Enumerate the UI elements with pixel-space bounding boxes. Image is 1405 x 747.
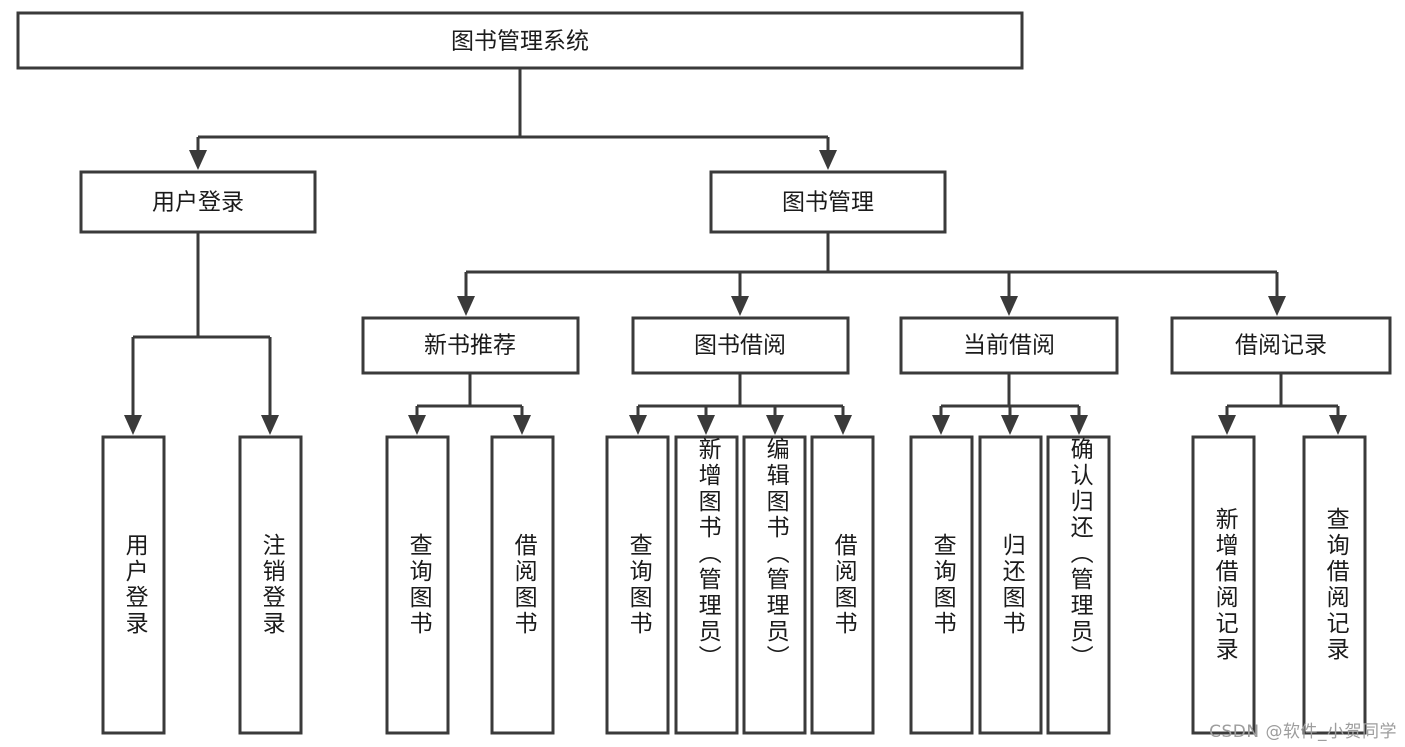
node-label-current-borrow: 当前借阅 bbox=[963, 333, 1055, 359]
arrow-leaf-query-record bbox=[1329, 415, 1347, 435]
node-box-leaf-query-book-2[interactable] bbox=[605, 435, 670, 735]
arrow-leaf-add-book bbox=[697, 415, 715, 435]
connector-layer bbox=[124, 68, 1347, 435]
arrow-current-borrow bbox=[1000, 296, 1018, 316]
node-box-borrow-record[interactable] bbox=[1170, 316, 1392, 375]
node-box-leaf-add-book[interactable] bbox=[674, 435, 739, 735]
arrow-to-book-manage bbox=[819, 150, 837, 170]
node-box-leaf-confirm-return[interactable] bbox=[1046, 435, 1111, 735]
arrow-leaf-confirm-return bbox=[1070, 415, 1088, 435]
node-label-new-book-rec: 新书推荐 bbox=[424, 333, 516, 359]
node-label-user-login: 用户登录 bbox=[152, 190, 244, 216]
node-label-book-borrow: 图书借阅 bbox=[694, 333, 786, 359]
node-box-book-borrow[interactable] bbox=[631, 316, 850, 375]
node-box-book-manage[interactable] bbox=[709, 170, 947, 234]
arrow-borrow-record bbox=[1268, 296, 1286, 316]
arrow-leaf-query-book-3 bbox=[932, 415, 950, 435]
node-label-root: 图书管理系统 bbox=[451, 29, 589, 55]
arrow-new-book-rec bbox=[457, 296, 475, 316]
node-label-book-manage: 图书管理 bbox=[782, 190, 874, 216]
node-box-leaf-return-book[interactable] bbox=[978, 435, 1043, 735]
node-box-leaf-user-logout[interactable] bbox=[238, 435, 303, 735]
node-box-current-borrow[interactable] bbox=[899, 316, 1119, 375]
arrow-leaf-query-book-1 bbox=[408, 415, 426, 435]
node-box-leaf-query-book-1[interactable] bbox=[385, 435, 450, 735]
node-box-user-login[interactable] bbox=[79, 170, 317, 234]
node-layer: 图书管理系统 用户登录 图书管理 新书推荐 图书借阅 当前借阅 借阅记录 bbox=[16, 11, 1392, 735]
node-box-leaf-add-record[interactable] bbox=[1191, 435, 1256, 735]
arrow-leaf-user-logout bbox=[261, 415, 279, 435]
arrow-leaf-query-book-2 bbox=[629, 415, 647, 435]
node-box-leaf-query-book-3[interactable] bbox=[909, 435, 974, 735]
node-label-borrow-record: 借阅记录 bbox=[1235, 333, 1327, 359]
arrow-leaf-return-book bbox=[1001, 415, 1019, 435]
arrow-leaf-edit-book bbox=[766, 415, 784, 435]
watermark-text: CSDN @软件_小贺同学 bbox=[1209, 722, 1397, 742]
node-box-root[interactable] bbox=[16, 11, 1024, 70]
arrow-book-borrow bbox=[731, 296, 749, 316]
node-box-leaf-user-login[interactable] bbox=[101, 435, 166, 735]
arrow-leaf-add-record bbox=[1218, 415, 1236, 435]
node-box-leaf-edit-book[interactable] bbox=[742, 435, 807, 735]
arrow-leaf-user-login bbox=[124, 415, 142, 435]
node-box-leaf-borrow-book-2[interactable] bbox=[810, 435, 875, 735]
node-box-new-book-rec[interactable] bbox=[361, 316, 580, 375]
arrow-leaf-borrow-book-2 bbox=[834, 415, 852, 435]
node-box-leaf-borrow-book-1[interactable] bbox=[490, 435, 555, 735]
arrow-to-user-login bbox=[189, 150, 207, 170]
arrow-leaf-borrow-book-1 bbox=[513, 415, 531, 435]
node-box-leaf-query-record[interactable] bbox=[1302, 435, 1367, 735]
